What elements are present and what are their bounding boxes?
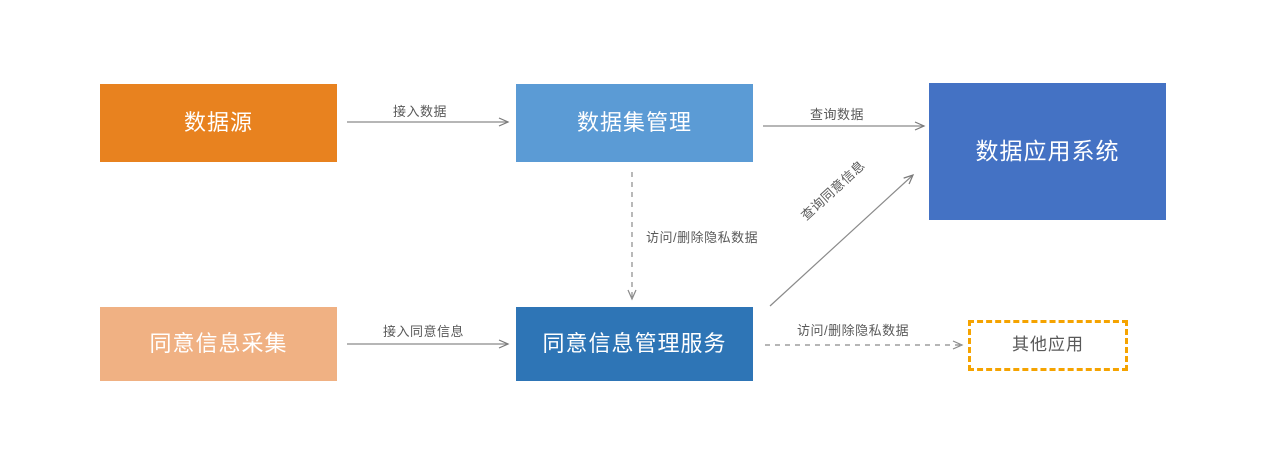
node-consent-collection[interactable]: 同意信息采集 bbox=[100, 307, 337, 381]
node-other-applications[interactable]: 其他应用 bbox=[968, 320, 1128, 371]
edge-label-ingest-consent: 接入同意信息 bbox=[383, 324, 465, 339]
node-data-application-system[interactable]: 数据应用系统 bbox=[929, 83, 1166, 220]
edge-label-access-delete-vertical: 访问/删除隐私数据 bbox=[646, 230, 759, 245]
edge-label-query-consent: 查询同意信息 bbox=[798, 157, 868, 224]
edge-query-consent bbox=[769, 174, 915, 307]
edge-label-ingest-data: 接入数据 bbox=[393, 104, 448, 119]
edge-label-query-data: 查询数据 bbox=[810, 107, 865, 122]
node-data-source[interactable]: 数据源 bbox=[100, 84, 337, 162]
node-dataset-management[interactable]: 数据集管理 bbox=[516, 84, 753, 162]
node-consent-management-service[interactable]: 同意信息管理服务 bbox=[516, 307, 753, 381]
edge-label-access-delete-horizontal: 访问/删除隐私数据 bbox=[797, 323, 910, 338]
